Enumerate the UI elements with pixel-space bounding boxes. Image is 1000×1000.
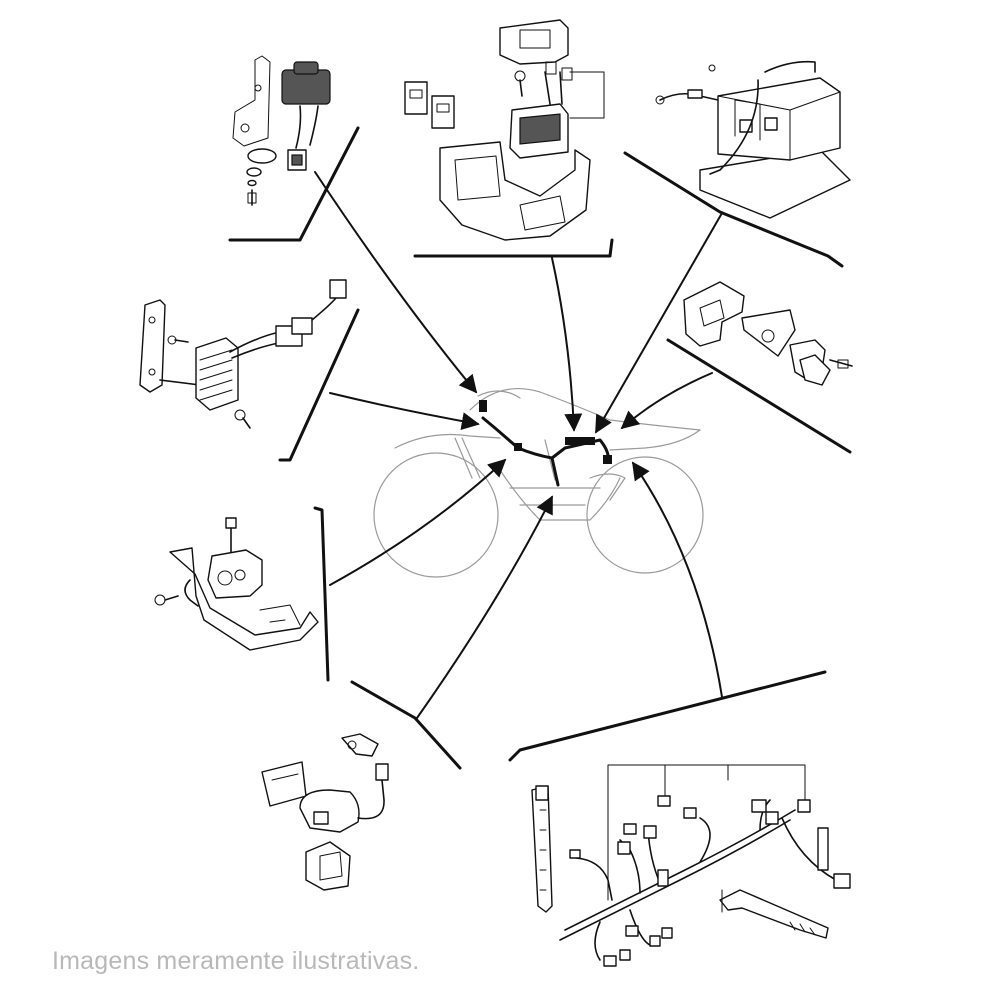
- ignition-coil-icon: [232, 55, 331, 206]
- battery-callout: [623, 60, 851, 268]
- illustrative-disclaimer: Imagens meramente ilustrativas.: [52, 947, 420, 975]
- battery-icon: [655, 60, 851, 219]
- wire-harness-icon: [531, 764, 851, 967]
- clamp-lead-icon: [261, 733, 389, 891]
- starter-relay-icon: [404, 19, 605, 241]
- relay-bracket-callout: [666, 281, 853, 454]
- starter-relay-callout: [404, 19, 614, 258]
- switch-bracket-icon: [154, 517, 319, 651]
- relay-icon: [683, 281, 853, 386]
- noise-suppressor-callout: [261, 680, 462, 891]
- ignition-coil-callout: [228, 55, 360, 242]
- sidestand-switch-callout: [154, 506, 330, 682]
- leader-lines: [314, 171, 723, 719]
- wire-harness-callout: [508, 670, 851, 967]
- rectifier-regulator-icon: [139, 279, 347, 429]
- motorcycle-outline: [373, 388, 704, 578]
- rectifier-regulator-callout: [139, 279, 360, 462]
